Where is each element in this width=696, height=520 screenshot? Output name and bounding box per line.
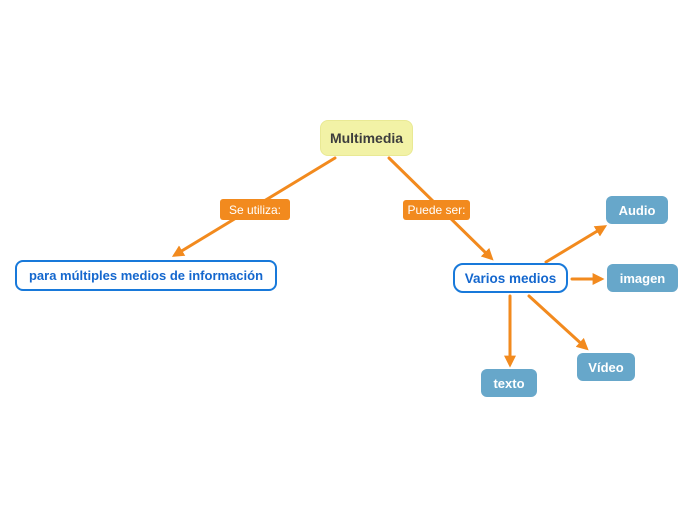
node-varios-medios[interactable]: Varios medios [453,263,568,293]
node-imagen[interactable]: imagen [607,264,678,292]
node-texto[interactable]: texto [481,369,537,397]
node-para-multiples-medios[interactable]: para múltiples medios de información [15,260,277,291]
edge-label-se-utiliza[interactable]: Se utiliza: [220,199,290,220]
node-multimedia[interactable]: Multimedia [320,120,413,156]
edge-varios-to-audio [544,225,608,264]
node-video[interactable]: Vídeo [577,353,635,381]
edge-varios-to-video [527,294,589,351]
edge-label-puede-ser[interactable]: Puede ser: [403,200,470,220]
node-audio[interactable]: Audio [606,196,668,224]
